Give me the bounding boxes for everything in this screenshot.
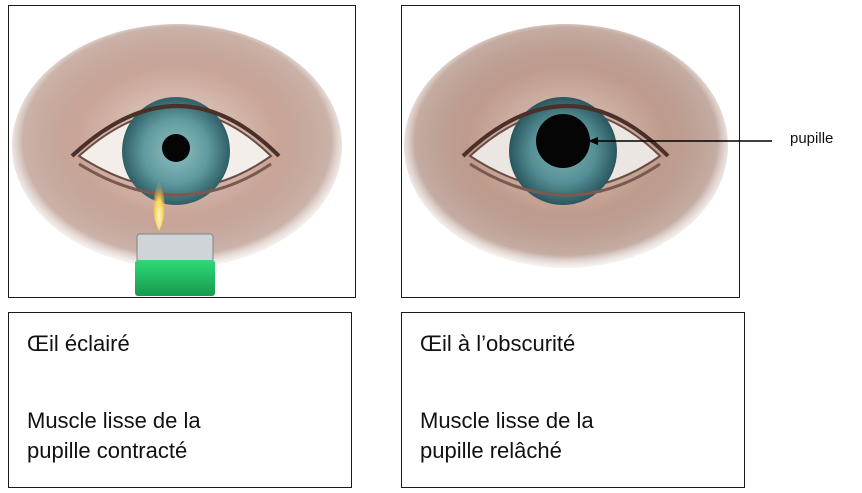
lighter-body: [135, 260, 215, 296]
illuminated-eye-illustration: [9, 6, 354, 296]
pupil-label: pupille: [790, 130, 833, 147]
caption-description: Muscle lisse de la pupille contracté: [27, 406, 337, 466]
illuminated-eye-panel: [8, 5, 356, 298]
dark-eye-caption: Œil à l’obscurité Muscle lisse de la pup…: [401, 312, 745, 488]
dark-eye-panel: [401, 5, 740, 298]
caption-line: Muscle lisse de la: [420, 406, 730, 436]
dark-eye-illustration: [402, 6, 738, 296]
caption-title: Œil éclairé: [27, 329, 130, 359]
caption-line: pupille contracté: [27, 436, 337, 466]
caption-line: pupille relâché: [420, 436, 730, 466]
caption-title: Œil à l’obscurité: [420, 329, 575, 359]
caption-description: Muscle lisse de la pupille relâché: [420, 406, 730, 466]
lighter-cap: [137, 234, 213, 262]
caption-line: Muscle lisse de la: [27, 406, 337, 436]
pupil: [162, 134, 190, 162]
pupil: [536, 114, 590, 168]
illuminated-eye-caption: Œil éclairé Muscle lisse de la pupille c…: [8, 312, 352, 488]
